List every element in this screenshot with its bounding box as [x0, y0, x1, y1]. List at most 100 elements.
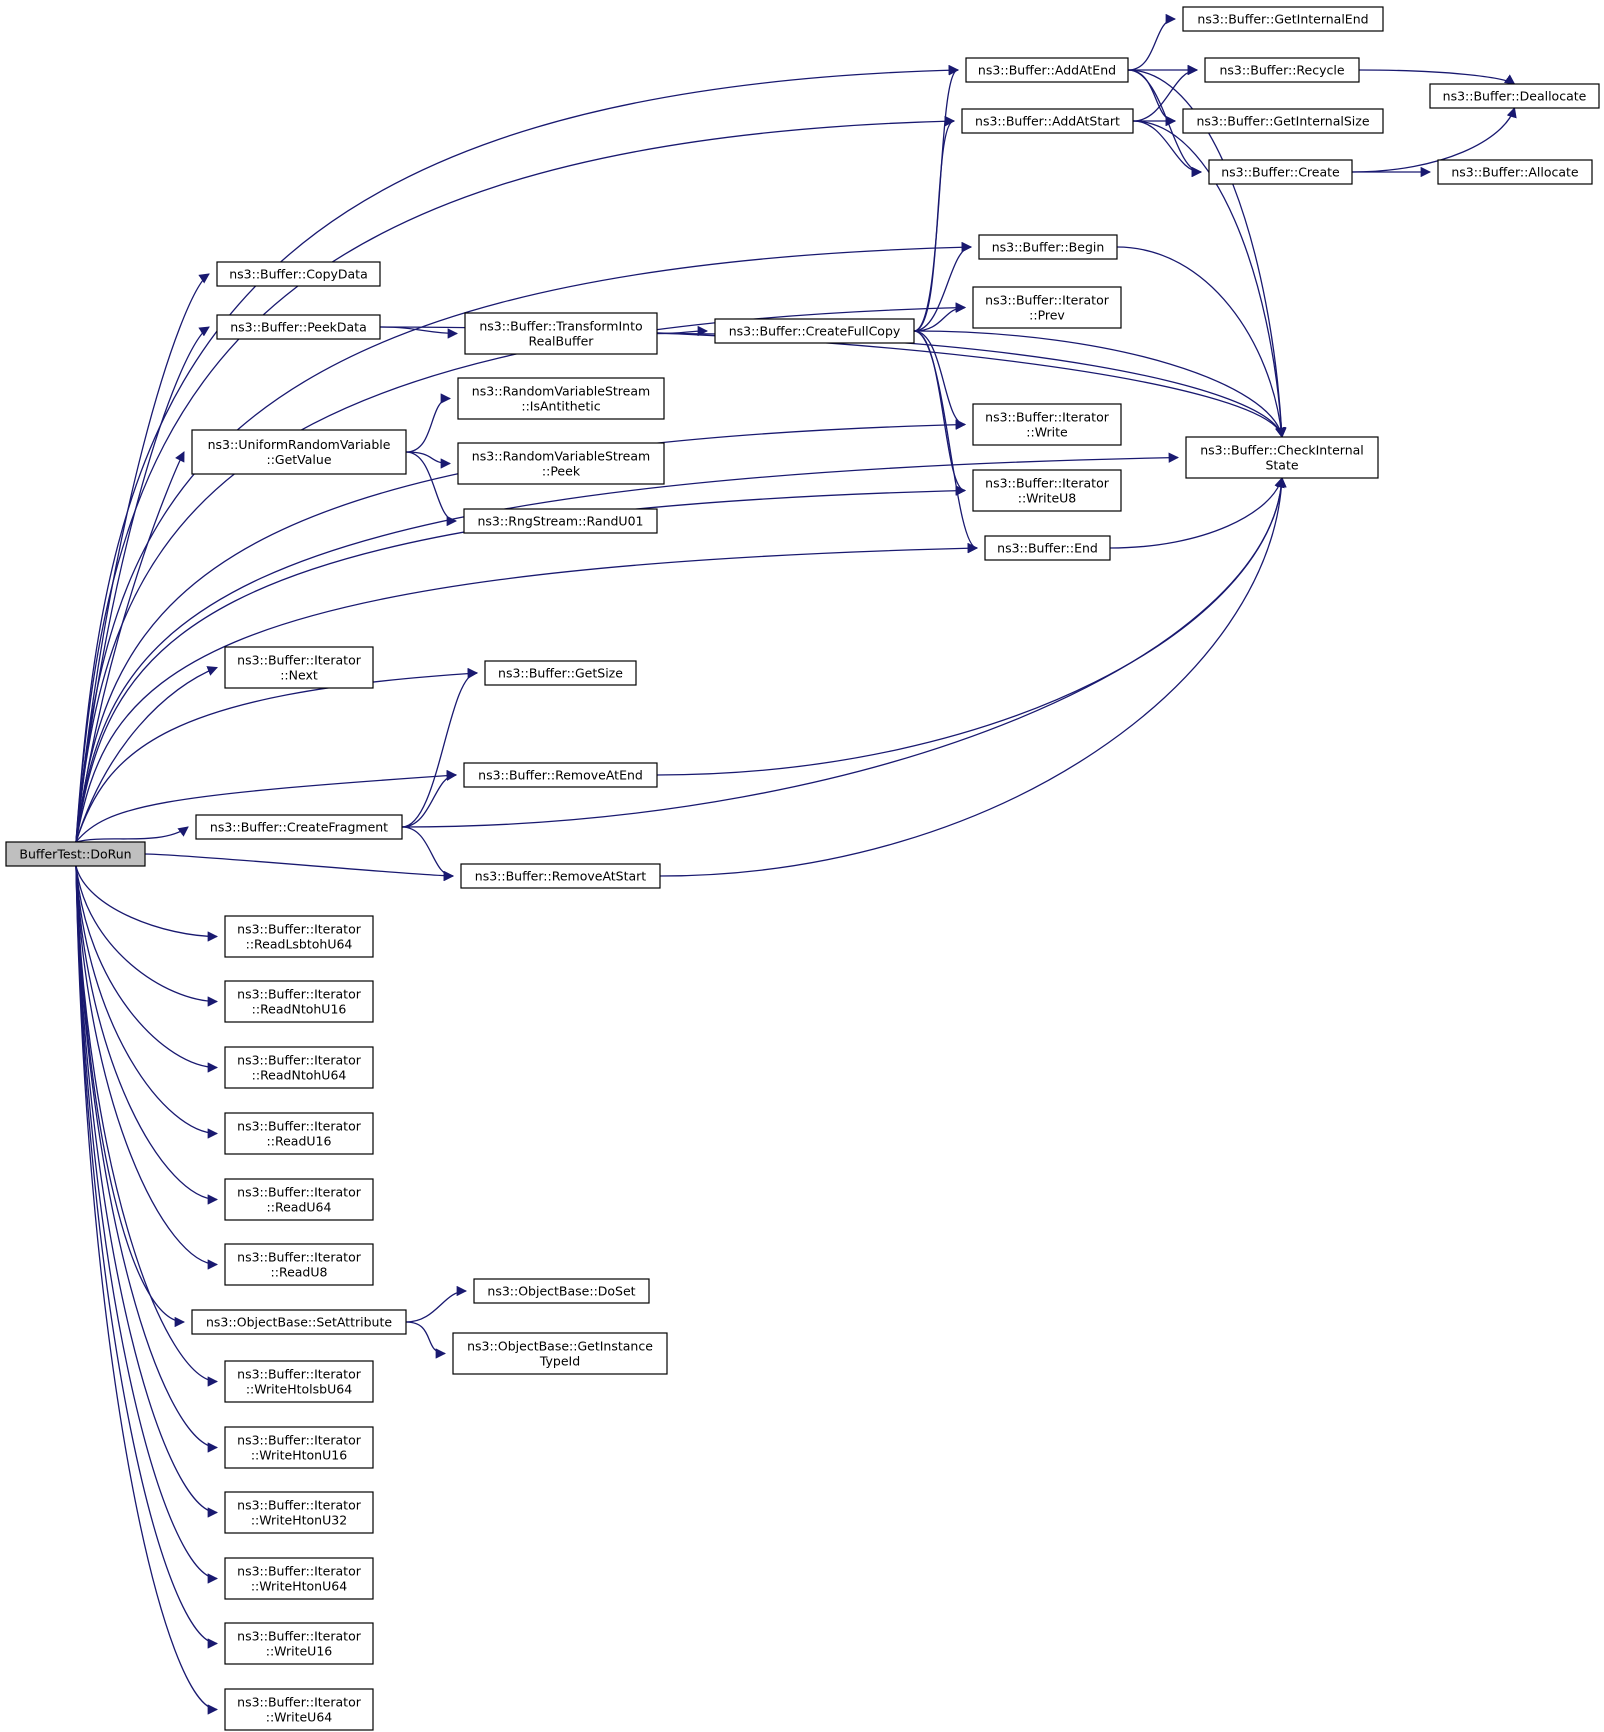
- node-removeatstart[interactable]: ns3::Buffer::RemoveAtStart: [460, 863, 661, 889]
- node-bend[interactable]: ns3::Buffer::End: [984, 535, 1111, 561]
- edge-dorun-to-rdntoh16: [75, 865, 219, 1007]
- node-label: ns3::Buffer::Iterator: [237, 1367, 362, 1382]
- node-label: ns3::Buffer::Create: [1221, 165, 1340, 180]
- node-create[interactable]: ns3::Buffer::Create: [1208, 159, 1353, 185]
- edge-addatstart-to-create: [1132, 120, 1203, 178]
- node-label: ns3::Buffer::CreateFragment: [210, 820, 388, 835]
- edge-bend-to-checkint: [1109, 477, 1285, 549]
- edge-fullcopy-to-begin: [913, 241, 973, 332]
- edge-dorun-to-wrhton64: [75, 865, 219, 1584]
- node-rdu64[interactable]: ns3::Buffer::Iterator::ReadU64: [224, 1178, 374, 1221]
- node-getintsize[interactable]: ns3::Buffer::GetInternalSize: [1182, 108, 1384, 134]
- node-itwrite[interactable]: ns3::Buffer::Iterator::Write: [972, 403, 1122, 446]
- edge-dorun-to-setattr: [75, 865, 186, 1328]
- node-createfrag[interactable]: ns3::Buffer::CreateFragment: [195, 814, 403, 840]
- node-label: ns3::Buffer::Iterator: [985, 410, 1110, 425]
- node-addatstart[interactable]: ns3::Buffer::AddAtStart: [961, 108, 1134, 134]
- node-wru16[interactable]: ns3::Buffer::Iterator::WriteU16: [224, 1622, 374, 1665]
- edge-createfrag-to-getsize: [401, 667, 479, 828]
- node-rdu16[interactable]: ns3::Buffer::Iterator::ReadU16: [224, 1112, 374, 1155]
- node-box: [224, 1360, 374, 1403]
- node-box: [1182, 108, 1384, 134]
- node-box: [452, 1332, 668, 1375]
- node-rdlsb64[interactable]: ns3::Buffer::Iterator::ReadLsbtohU64: [224, 915, 374, 958]
- node-itwriteu8[interactable]: ns3::Buffer::Iterator::WriteU8: [972, 469, 1122, 512]
- node-label: ::IsAntithetic: [521, 399, 600, 414]
- node-label: ns3::Buffer::Iterator: [237, 1053, 362, 1068]
- node-box: [224, 1426, 374, 1469]
- node-label: ns3::RngStream::RandU01: [478, 514, 644, 529]
- edge-dorun-to-bend: [75, 543, 979, 843]
- node-label: ns3::Buffer::CheckInternal: [1200, 443, 1364, 458]
- node-box: [1204, 57, 1360, 83]
- node-wru64[interactable]: ns3::Buffer::Iterator::WriteU64: [224, 1688, 374, 1731]
- node-label: ns3::Buffer::Iterator: [237, 1695, 362, 1710]
- node-label: State: [1265, 458, 1298, 473]
- node-box: [224, 1491, 374, 1534]
- node-label: ::WriteHtolsbU64: [246, 1382, 352, 1397]
- edge-setattr-to-getinst: [405, 1321, 447, 1359]
- edge-dorun-to-peekdata: [75, 326, 210, 843]
- edge-fullcopy-to-itprev: [913, 302, 967, 332]
- node-label: RealBuffer: [529, 334, 595, 349]
- edge-addatend-to-checkint: [1127, 69, 1287, 439]
- node-peekdata[interactable]: ns3::Buffer::PeekData: [216, 314, 381, 340]
- node-wrhton32[interactable]: ns3::Buffer::Iterator::WriteHtonU32: [224, 1491, 374, 1534]
- node-rdu8[interactable]: ns3::Buffer::Iterator::ReadU8: [224, 1243, 374, 1286]
- node-box: [224, 1243, 374, 1286]
- edge-setattr-to-doset: [405, 1285, 468, 1323]
- edge-transform-to-checkint: [656, 332, 1286, 439]
- node-recycle[interactable]: ns3::Buffer::Recycle: [1204, 57, 1360, 83]
- node-isanti[interactable]: ns3::RandomVariableStream::IsAntithetic: [457, 377, 665, 420]
- node-doset[interactable]: ns3::ObjectBase::DoSet: [473, 1278, 650, 1304]
- node-dorun[interactable]: BufferTest::DoRun: [5, 841, 146, 867]
- node-rdntoh16[interactable]: ns3::Buffer::Iterator::ReadNtohU16: [224, 980, 374, 1023]
- node-wrhton16[interactable]: ns3::Buffer::Iterator::WriteHtonU16: [224, 1426, 374, 1469]
- node-label: ::ReadNtohU64: [252, 1068, 347, 1083]
- node-copydata[interactable]: ns3::Buffer::CopyData: [216, 261, 381, 287]
- node-box: [224, 646, 374, 689]
- node-peek[interactable]: ns3::RandomVariableStream::Peek: [457, 442, 665, 485]
- node-label: ::ReadU8: [271, 1265, 328, 1280]
- node-dealloc[interactable]: ns3::Buffer::Deallocate: [1429, 83, 1600, 109]
- node-label: ns3::Buffer::RemoveAtStart: [475, 869, 647, 884]
- node-wrhton64[interactable]: ns3::Buffer::Iterator::WriteHtonU64: [224, 1557, 374, 1600]
- node-begin[interactable]: ns3::Buffer::Begin: [978, 234, 1118, 260]
- node-alloc[interactable]: ns3::Buffer::Allocate: [1437, 159, 1593, 185]
- edge-dorun-to-wrhton32: [75, 865, 219, 1518]
- node-label: ns3::Buffer::GetSize: [498, 666, 623, 681]
- edge-addatstart-to-checkint: [1132, 120, 1287, 439]
- node-wrhtolsb64[interactable]: ns3::Buffer::Iterator::WriteHtolsbU64: [224, 1360, 374, 1403]
- node-label: ::WriteHtonU32: [251, 1513, 347, 1528]
- node-label: ns3::Buffer::End: [997, 541, 1098, 556]
- edge-dorun-to-createfrag: [75, 826, 189, 843]
- node-label: ::GetValue: [266, 452, 331, 467]
- node-removeatend[interactable]: ns3::Buffer::RemoveAtEnd: [463, 762, 658, 788]
- node-getsize[interactable]: ns3::Buffer::GetSize: [484, 660, 637, 686]
- node-randu01[interactable]: ns3::RngStream::RandU01: [463, 508, 658, 534]
- node-box: [191, 1309, 407, 1335]
- node-box: [1429, 83, 1600, 109]
- edge-dorun-to-removeatend: [75, 770, 458, 843]
- node-getintend[interactable]: ns3::Buffer::GetInternalEnd: [1182, 6, 1384, 32]
- node-setattr[interactable]: ns3::ObjectBase::SetAttribute: [191, 1309, 407, 1335]
- node-label: ::ReadNtohU16: [252, 1002, 347, 1017]
- edge-dorun-to-addatstart: [75, 116, 956, 843]
- node-urvgv[interactable]: ns3::UniformRandomVariable::GetValue: [191, 429, 407, 475]
- node-box: [972, 469, 1122, 512]
- node-rdntoh64[interactable]: ns3::Buffer::Iterator::ReadNtohU64: [224, 1046, 374, 1089]
- node-itprev[interactable]: ns3::Buffer::Iterator::Prev: [972, 286, 1122, 329]
- node-itnext[interactable]: ns3::Buffer::Iterator::Next: [224, 646, 374, 689]
- node-addatend[interactable]: ns3::Buffer::AddAtEnd: [965, 57, 1129, 83]
- node-fullcopy[interactable]: ns3::Buffer::CreateFullCopy: [714, 318, 915, 344]
- node-box: [978, 234, 1118, 260]
- node-box: [972, 286, 1122, 329]
- node-label: ::ReadU64: [267, 1200, 332, 1215]
- node-label: ns3::Buffer::Iterator: [237, 1629, 362, 1644]
- node-box: [224, 1688, 374, 1731]
- edge-urvgv-to-isanti: [405, 393, 452, 453]
- node-box: [191, 429, 407, 475]
